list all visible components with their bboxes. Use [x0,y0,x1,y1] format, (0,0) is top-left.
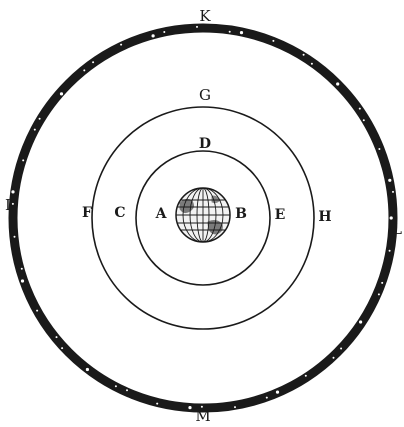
label-l: L [392,220,402,238]
label-i: I [5,196,11,214]
star-dot [11,190,14,193]
star-dot [363,119,365,121]
star-dot [381,282,383,284]
label-c: C [114,205,125,221]
label-b: B [235,206,247,222]
star-dot [12,203,14,205]
label-g: G [199,86,211,104]
star-dot [163,31,165,33]
star-dot [266,397,268,399]
star-dot [388,179,391,182]
star-dot [234,406,236,408]
star-dot [36,310,38,312]
star-dot [188,406,191,409]
star-dot [392,191,394,193]
star-dot [21,268,23,270]
star-dot [229,31,231,33]
star-dot [120,44,122,46]
star-dot [92,61,94,63]
label-f: F [82,205,92,221]
star-dot [21,279,24,282]
label-e: E [275,207,286,223]
star-dot [39,118,41,120]
star-dot [61,347,63,349]
star-dot [305,375,307,377]
star-dot [240,31,243,34]
star-dot [359,320,362,323]
star-dot [303,54,305,56]
star-dot [14,236,16,238]
earth-globe-icon [174,188,232,242]
star-dot [336,82,339,85]
star-dot [359,108,361,110]
star-dot [389,250,391,252]
label-m: M [195,407,210,425]
star-dot [22,159,24,161]
star-dot [56,336,58,338]
star-dot [276,391,279,394]
star-dot [156,403,158,405]
label-k: K [199,7,211,25]
star-dot [83,69,85,71]
star-dot [196,26,198,28]
label-a: A [155,206,168,222]
star-dot [272,40,274,42]
star-dot [378,293,380,295]
star-dot [152,34,155,37]
star-dot [333,357,335,359]
star-dot [86,368,89,371]
star-dot [60,92,63,95]
star-dot [115,385,117,387]
label-h: H [318,209,331,225]
star-dot [378,148,380,150]
star-dot [126,389,128,391]
star-dot [34,129,36,131]
label-d: D [199,136,211,152]
star-dot [311,63,313,65]
star-dot [340,348,342,350]
